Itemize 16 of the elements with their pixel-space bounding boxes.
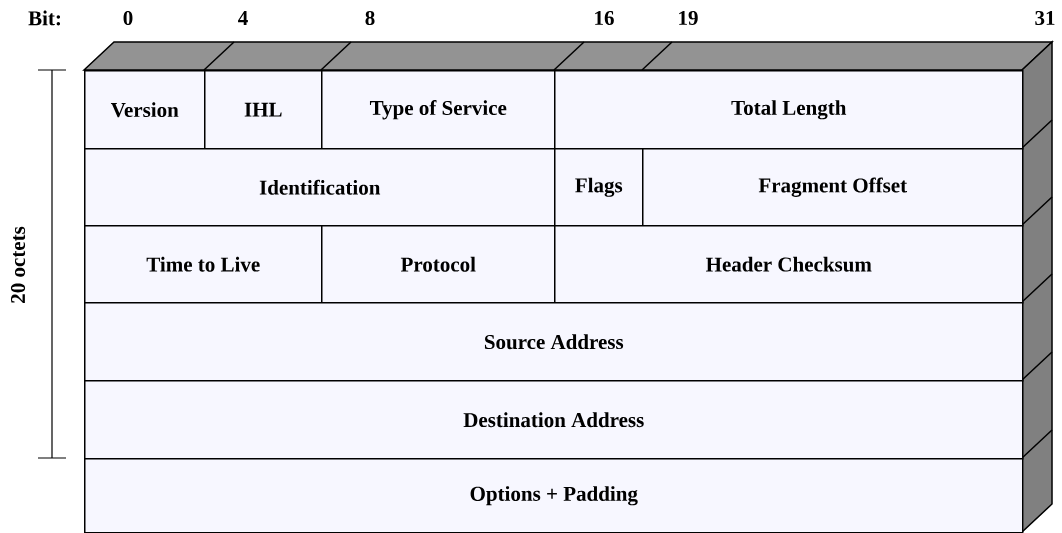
bit-number: 31 [1035, 10, 1055, 26]
field-cell: Options + Padding [84, 458, 1024, 533]
field-cell: Protocol [321, 225, 556, 304]
bit-number: 19 [679, 10, 698, 26]
field-cell: IHL [204, 70, 323, 150]
field-cell: Destination Address [84, 380, 1024, 460]
axis-label: Bit: [28, 10, 61, 26]
field-cell: Time to Live [84, 225, 323, 304]
bit-number: 4 [238, 11, 248, 25]
field-cell: Flags [554, 148, 644, 227]
bit-number: 8 [365, 10, 375, 26]
bit-number: 0 [123, 10, 133, 26]
field-cell: Version [84, 70, 206, 150]
field-cell: Type of Service [321, 70, 556, 150]
bit-number: 16 [595, 10, 614, 26]
dimension-label: 20 octets [10, 226, 26, 303]
